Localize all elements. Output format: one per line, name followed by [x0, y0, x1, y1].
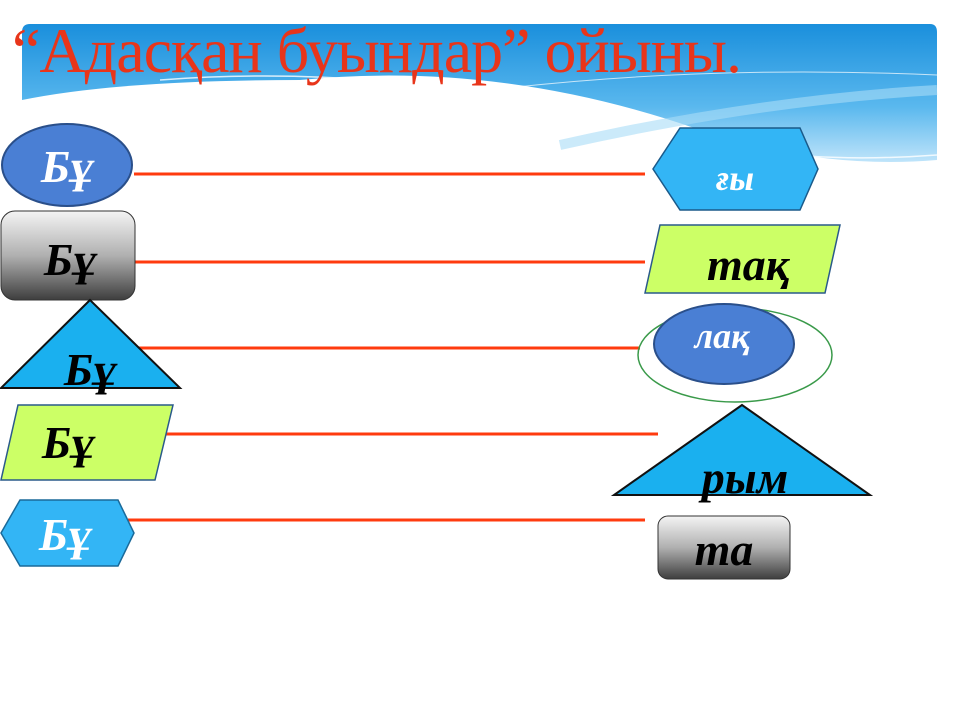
left-syllable-2[interactable]: Бұ	[43, 234, 98, 285]
right-shape-ellipse	[653, 303, 795, 385]
left-shape-rounded-rect	[0, 210, 136, 301]
left-syllable-4[interactable]: Бұ	[41, 417, 96, 468]
left-syllable-1[interactable]: Бұ	[40, 141, 95, 192]
right-shape-parallelogram	[644, 224, 841, 294]
right-syllable-1[interactable]: ғы	[716, 158, 754, 198]
right-shape-rounded-rect	[657, 515, 791, 580]
right-shape-hexagon	[652, 127, 819, 211]
right-syllable-2[interactable]: тақ	[707, 239, 791, 290]
right-syllable-3[interactable]: лақ	[693, 316, 750, 356]
right-syllable-5[interactable]: та	[695, 524, 754, 575]
left-syllable-3[interactable]: Бұ	[63, 344, 118, 395]
left-syllable-5[interactable]: Бұ	[38, 509, 93, 560]
left-shape-triangle	[0, 298, 183, 389]
connector-lines	[128, 172, 658, 522]
left-shape-ellipse	[1, 123, 133, 207]
right-syllable-4[interactable]: рым	[698, 452, 788, 503]
right-shape-triangle	[610, 403, 874, 496]
left-shape-parallelogram	[0, 404, 174, 481]
left-shape-hexagon	[0, 499, 135, 567]
slide-title: “Адасқан буындар” ойыны.	[12, 15, 742, 86]
